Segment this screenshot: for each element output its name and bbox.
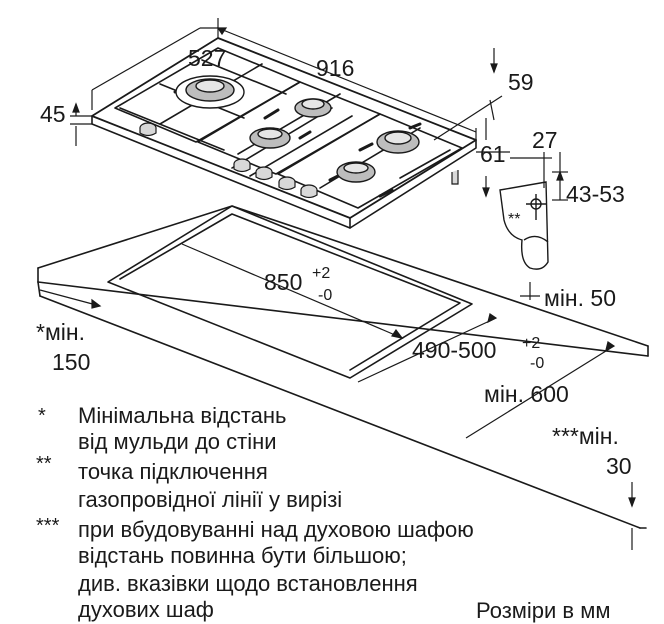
detail-marker: **: [508, 211, 520, 228]
dimension-lines: [39, 18, 636, 550]
burners: [175, 75, 420, 183]
dim-depth-527: 527: [188, 45, 226, 71]
control-knobs: [139, 122, 459, 199]
dim-cutout-length-tol-minus: -0: [318, 287, 332, 304]
burner-wok: [175, 75, 245, 109]
gas-connection-detail: [499, 181, 549, 270]
dim-cutout-length: 850: [264, 269, 302, 295]
dim-min-150-value: 150: [52, 349, 90, 375]
dim-detail-43-53: 43-53: [566, 181, 625, 207]
dim-detail-27: 27: [532, 127, 558, 153]
dim-cutout-depth: 490-500: [412, 337, 496, 363]
dim-min-50: мін. 50: [544, 285, 616, 311]
cutout-opening: [107, 205, 473, 379]
dim-cutout-depth-tol-plus: +2: [522, 335, 540, 352]
burner-middle-back: [294, 98, 332, 118]
burner-right-back: [376, 130, 420, 154]
countertop: [37, 205, 649, 529]
dim-min-600: мін. 600: [484, 381, 569, 407]
dim-cutout-length-tol-plus: +2: [312, 265, 330, 282]
dim-min-150-label: *мін.: [36, 319, 85, 345]
dim-width-916: 916: [316, 55, 354, 81]
burner-right-front: [336, 161, 376, 183]
dim-offset-61: 61: [480, 141, 506, 167]
dim-height-45: 45: [40, 101, 66, 127]
dim-min-30-label: ***мін.: [552, 423, 619, 449]
dim-cutout-depth-tol-minus: -0: [530, 355, 544, 372]
dim-min-30-value: 30: [606, 453, 632, 479]
dim-offset-59: 59: [508, 69, 534, 95]
burner-left-front: [249, 127, 291, 149]
